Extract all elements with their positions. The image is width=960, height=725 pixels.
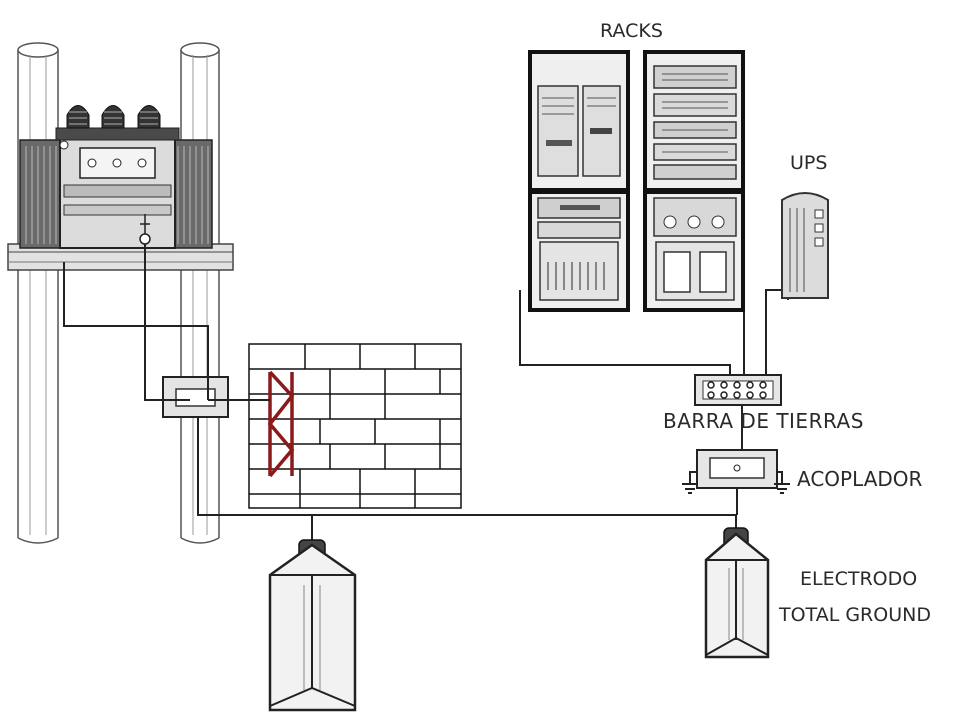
- racks: [528, 50, 745, 312]
- ground-bar: [694, 374, 782, 406]
- electrode-label-line1: ELECTRODO: [800, 568, 918, 590]
- coupler-ground-symbols: [682, 471, 790, 494]
- electrode-label-line2: TOTAL GROUND: [779, 604, 931, 626]
- ups-unit: [781, 192, 829, 299]
- utility-poles: [17, 42, 220, 544]
- ups-label: UPS: [790, 152, 828, 174]
- racks-label: RACKS: [600, 20, 663, 42]
- transformer-bushings: [66, 105, 161, 129]
- rack-left: [528, 50, 630, 312]
- wall-bracket: [267, 370, 295, 478]
- pole-junction-box: [162, 376, 229, 418]
- transformer: [19, 105, 213, 249]
- ground-electrode-left: [268, 539, 357, 712]
- transformer-ground-terminal: [139, 214, 151, 245]
- pole-left: [17, 42, 59, 544]
- coupler-label: ACOPLADOR: [797, 467, 923, 491]
- ground-electrode-right: [704, 527, 770, 659]
- rack-right: [643, 50, 745, 312]
- pole-right: [180, 42, 220, 544]
- ground-bar-label: BARRA DE TIERRAS: [663, 409, 864, 433]
- brick-wall: [248, 343, 462, 509]
- coupler: [682, 449, 790, 494]
